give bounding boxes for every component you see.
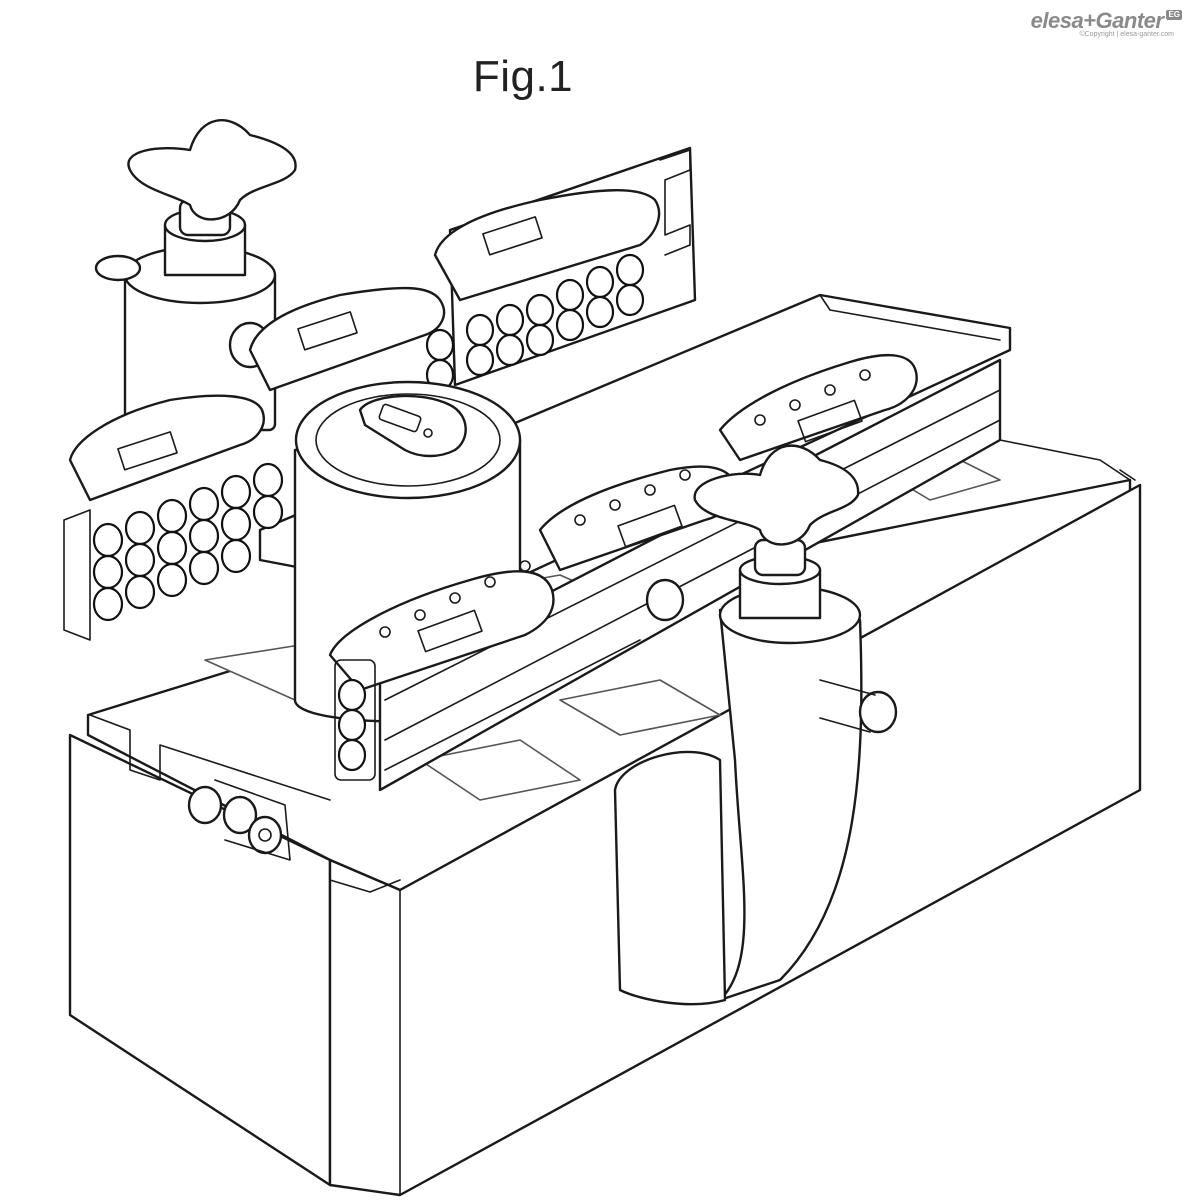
front-wheel-guide bbox=[328, 353, 918, 692]
back-wheel-guide bbox=[68, 189, 661, 502]
brand-copyright: ©Copyright | elesa-ganter.com bbox=[1079, 31, 1174, 38]
right-knob-clamp bbox=[613, 444, 898, 1006]
wheel-beads-back bbox=[425, 253, 645, 392]
wheel-beads-left bbox=[63, 462, 284, 641]
figure-title: Fig.1 bbox=[472, 52, 574, 101]
wheel-beads-front bbox=[334, 659, 376, 781]
hinge-pin bbox=[187, 779, 291, 861]
brand-badge: EG bbox=[1166, 10, 1182, 20]
brand-name: elesa+Ganter bbox=[1030, 8, 1164, 33]
